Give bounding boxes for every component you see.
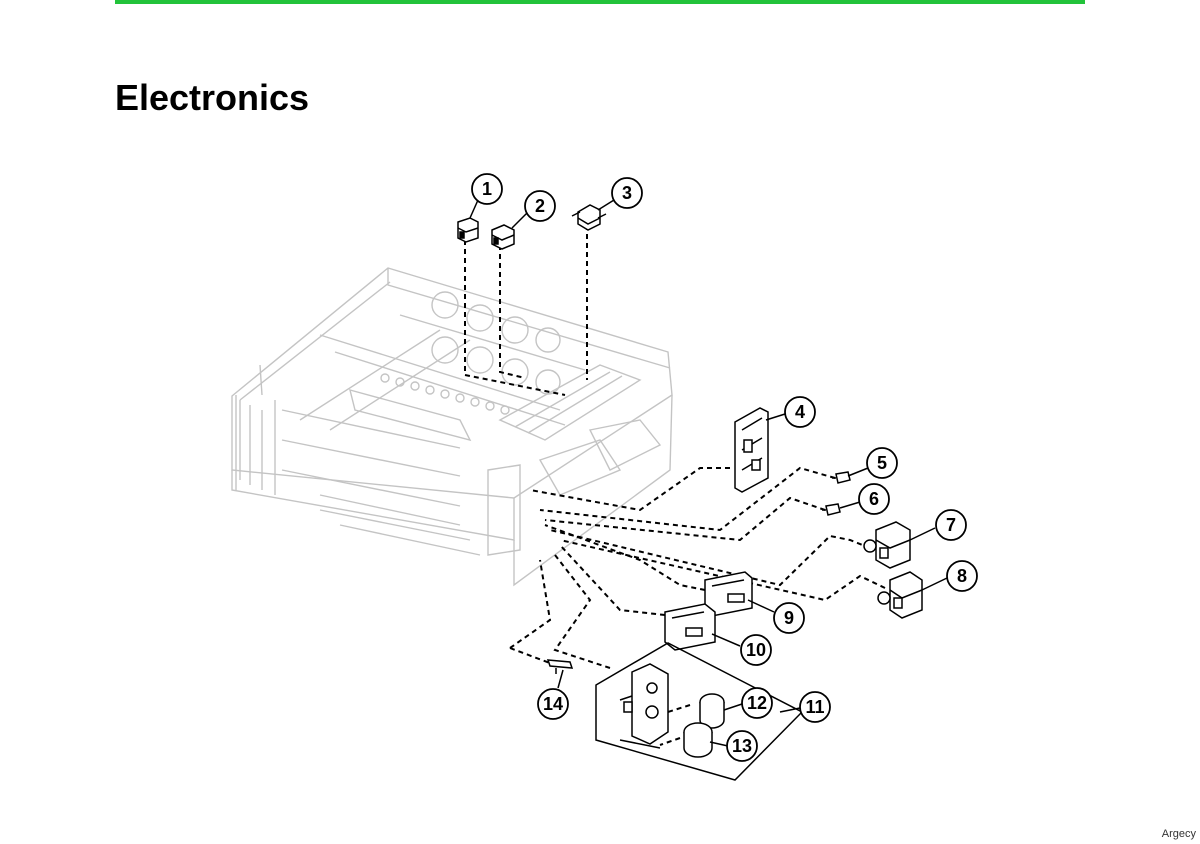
callout-4: 4 (784, 396, 816, 428)
callout-2: 2 (524, 190, 556, 222)
printer-frame (231, 267, 673, 587)
svg-text:5: 5 (877, 453, 887, 473)
callout-12: 12 (741, 687, 773, 719)
svg-text:10: 10 (746, 640, 766, 660)
parts (457, 204, 923, 781)
svg-text:11: 11 (805, 697, 824, 717)
top-accent-bar (115, 0, 1085, 4)
part-5-connector (832, 471, 851, 484)
part-13-motor (683, 722, 713, 758)
watermark: Argecy (1161, 828, 1196, 840)
svg-text:8: 8 (957, 566, 967, 586)
svg-text:9: 9 (784, 608, 794, 628)
callout-10: 10 (740, 634, 772, 666)
callout-3: 3 (611, 177, 643, 209)
callout-5: 5 (866, 447, 898, 479)
callout-1: 1 (471, 173, 503, 205)
svg-text:14: 14 (543, 694, 563, 714)
part-14-sensor (546, 659, 574, 674)
part-11-assembly-box (595, 642, 804, 781)
callout-8: 8 (946, 560, 978, 592)
callout-13: 13 (726, 730, 758, 762)
callout-14: 14 (537, 688, 569, 720)
callout-11: 11 (799, 691, 831, 723)
svg-text:4: 4 (795, 402, 805, 422)
leader-lines (464, 225, 886, 746)
svg-text:12: 12 (747, 693, 767, 713)
svg-text:6: 6 (869, 489, 879, 509)
svg-text:1: 1 (482, 179, 492, 199)
part-7-motor (863, 521, 911, 569)
part-8-motor (877, 571, 923, 619)
callout-7: 7 (935, 509, 967, 541)
svg-text:2: 2 (535, 196, 545, 216)
svg-text:13: 13 (732, 736, 752, 756)
callout-9: 9 (773, 602, 805, 634)
callouts: 1 2 3 4 5 6 7 8 (471, 173, 978, 762)
part-11-gearbox (619, 663, 669, 749)
part-10-board (664, 603, 716, 651)
svg-text:3: 3 (622, 183, 632, 203)
svg-text:7: 7 (946, 515, 956, 535)
part-9-board (704, 571, 753, 617)
part-1-sensor (457, 217, 479, 243)
part-4-control-board (734, 407, 769, 493)
page-title: Electronics (115, 77, 310, 118)
part-2-sensor (491, 224, 515, 250)
part-3-switch (571, 204, 607, 231)
callout-6: 6 (858, 483, 890, 515)
part-6-connector (822, 503, 841, 516)
part-12-motor (699, 693, 725, 729)
callout-pointers (469, 199, 948, 747)
